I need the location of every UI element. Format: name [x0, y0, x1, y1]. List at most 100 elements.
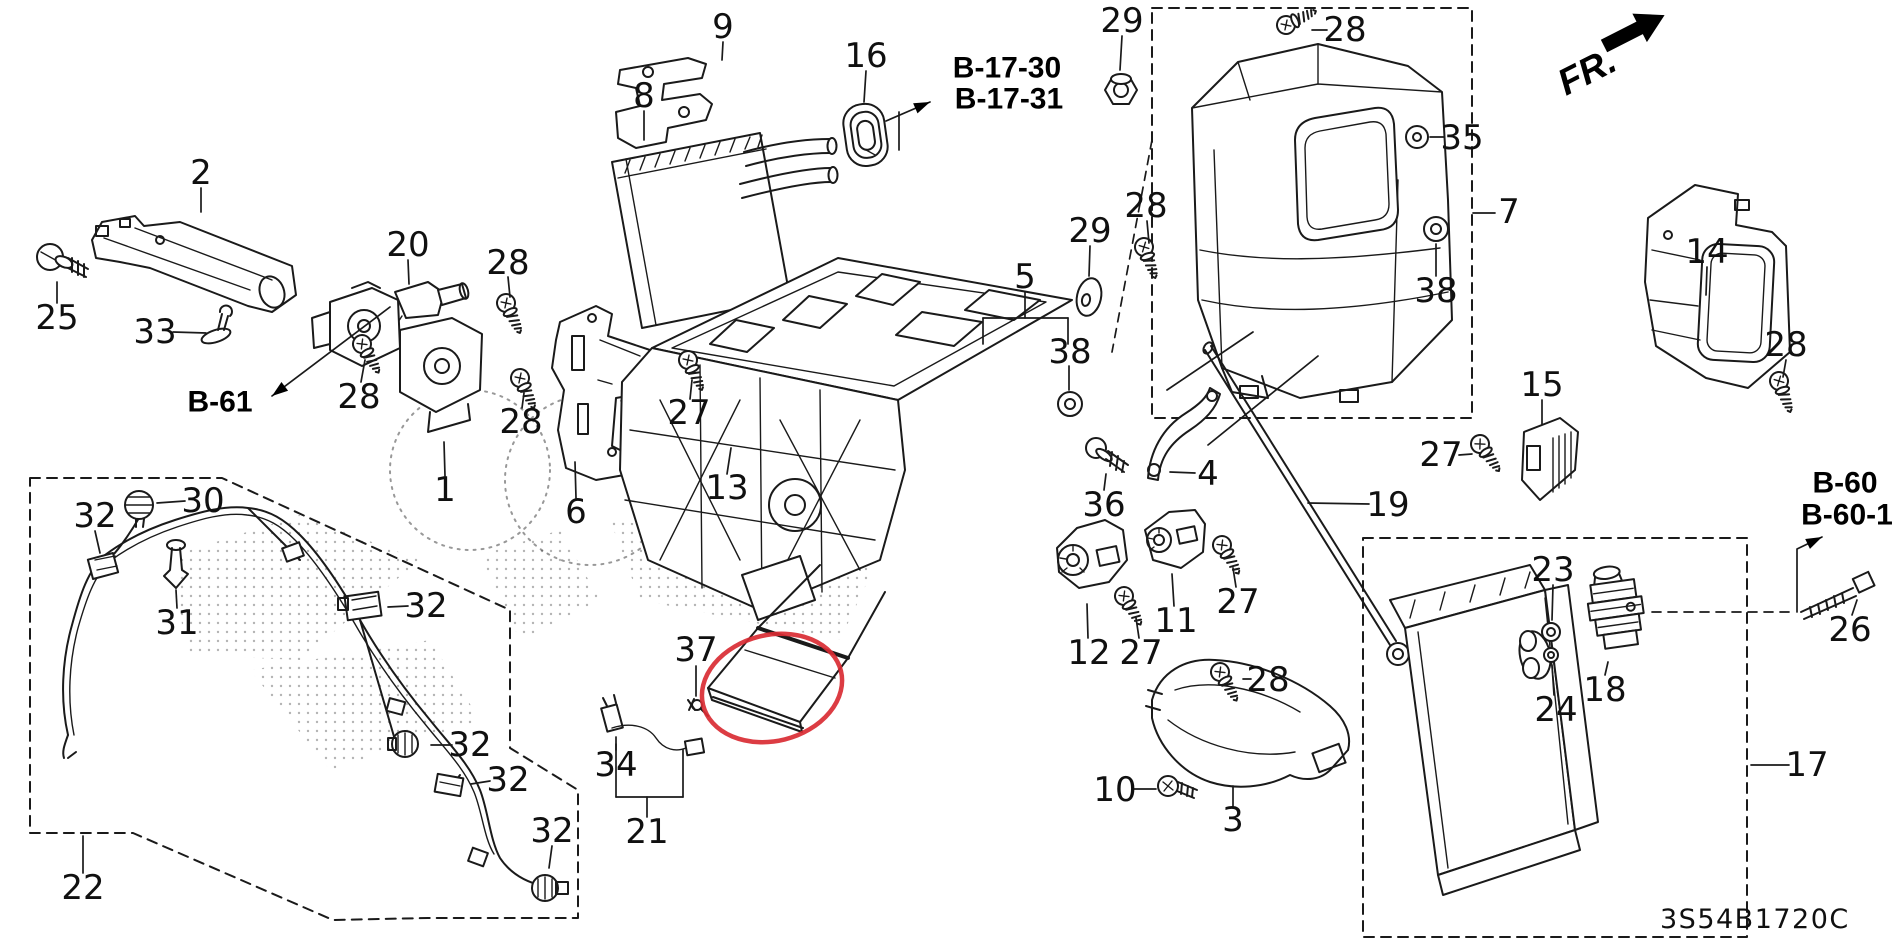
part-callout-28: 28 [1246, 660, 1289, 700]
part-clip-33 [200, 304, 233, 345]
part-callout-28: 28 [337, 377, 380, 417]
dashed-box-7 [1151, 7, 1473, 419]
part-callout-19: 19 [1366, 485, 1409, 525]
part-callout-9: 9 [712, 7, 734, 47]
part-expansion-valve-18 [1586, 565, 1645, 650]
callout-leader [507, 276, 511, 298]
part-callout-29: 29 [1068, 211, 1111, 251]
callout-leader [1705, 266, 1708, 296]
callout-leader [1458, 453, 1473, 456]
part-bolt-10 [1157, 775, 1198, 799]
part-callout-15: 15 [1520, 365, 1563, 405]
part-callout-16: 16 [844, 36, 887, 76]
part-grommet-16 [842, 102, 889, 168]
fr-direction: FR. [1551, 13, 1665, 103]
callout-leader [1146, 220, 1150, 244]
callout-leader [94, 530, 101, 554]
part-bolt-25 [36, 243, 89, 278]
part-callout-1: 1 [434, 470, 456, 510]
callout-leader [1851, 599, 1858, 616]
part-rod-19 [1202, 341, 1410, 666]
callout-leader [360, 359, 366, 383]
ref-label-B-60-1: B-60-1 [1801, 499, 1893, 532]
part-callout-28: 28 [486, 243, 529, 283]
part-callout-35: 35 [1440, 118, 1483, 158]
part-callout-14: 14 [1685, 232, 1728, 272]
part-callout-38: 38 [1414, 271, 1457, 311]
connector-30 [124, 490, 154, 528]
leader-arrowhead [272, 381, 289, 396]
connector-32-d [433, 772, 465, 798]
callout-leader [1551, 584, 1554, 621]
part-callout-28: 28 [1124, 186, 1167, 226]
leader-arrowhead [1805, 537, 1822, 549]
part-callout-27: 27 [1216, 582, 1259, 622]
callout-leader [721, 41, 724, 61]
highlight-ellipse [699, 631, 845, 745]
part-evaporator-17 [1362, 537, 1748, 938]
connector-32-a [86, 551, 120, 581]
part-blower-unit-7 [1151, 7, 1473, 419]
part-callout-26: 26 [1828, 610, 1871, 650]
part-callout-21: 21 [625, 812, 668, 852]
callout-leader [1551, 664, 1555, 696]
callout-leader [574, 461, 577, 499]
callout-leader [1171, 573, 1175, 607]
part-callout-25: 25 [35, 298, 78, 338]
part-actuator-12 [1056, 519, 1128, 589]
part-callout-5: 5 [1014, 257, 1036, 297]
leader-arrowhead [913, 102, 930, 114]
part-bracket-2 [91, 215, 297, 313]
part-callout-27: 27 [1119, 633, 1162, 673]
callout-leader [156, 500, 186, 504]
diagram-code: 3S54B1720C [1660, 904, 1850, 935]
ref-label-B-17-31: B-17-31 [955, 83, 1063, 116]
part-bolt-26 [1800, 570, 1876, 620]
ref-label-B-61: B-61 [187, 386, 252, 419]
part-callout-10: 10 [1093, 770, 1136, 810]
connector-32-e [531, 874, 569, 902]
part-callout-33: 33 [133, 312, 176, 352]
part-bolt-36 [1085, 437, 1129, 473]
part-callout-32: 32 [404, 586, 447, 626]
part-callout-11: 11 [1154, 601, 1197, 641]
part-callout-32: 32 [530, 811, 573, 851]
callout-leader [387, 605, 409, 608]
part-oring-24 [1543, 647, 1559, 663]
callout-leader [1086, 603, 1089, 639]
part-callout-3: 3 [1222, 800, 1244, 840]
part-callout-7: 7 [1498, 192, 1520, 232]
part-grommet-35 [1405, 125, 1429, 149]
connector-32-b [337, 590, 383, 622]
dashed-box-17 [1362, 537, 1748, 938]
part-callout-31: 31 [155, 603, 198, 643]
part-callout-36: 36 [1082, 485, 1125, 525]
part-callout-28: 28 [499, 402, 542, 442]
part-callout-38: 38 [1048, 332, 1091, 372]
part-callout-17: 17 [1785, 745, 1828, 785]
part-callout-4: 4 [1197, 454, 1219, 494]
connector-32-c [387, 730, 419, 758]
callout-leader [1088, 245, 1091, 277]
part-sensor-20 [381, 281, 470, 333]
part-callout-32: 32 [73, 496, 116, 536]
clip-31 [163, 539, 189, 589]
part-callout-30: 30 [181, 481, 224, 521]
connector-stub [281, 541, 489, 868]
callout-leader [1796, 536, 1823, 613]
part-bracket-6 [551, 305, 661, 481]
part-callout-28: 28 [1764, 325, 1807, 365]
part-callout-32: 32 [448, 725, 491, 765]
relation-lines [898, 111, 1796, 613]
callout-leader [1782, 359, 1787, 378]
callout-leader [1232, 567, 1237, 588]
part-bracket-4 [1147, 387, 1221, 481]
part-callout-18: 18 [1583, 670, 1626, 710]
callout-leader [1119, 35, 1123, 71]
ref-label-B-17-30: B-17-30 [953, 52, 1061, 85]
part-callout-37: 37 [674, 630, 717, 670]
part-duct-3 [1145, 658, 1350, 788]
part-callout-27: 27 [667, 393, 710, 433]
part-callout-22: 22 [61, 868, 104, 908]
part-callout-6: 6 [565, 492, 587, 532]
